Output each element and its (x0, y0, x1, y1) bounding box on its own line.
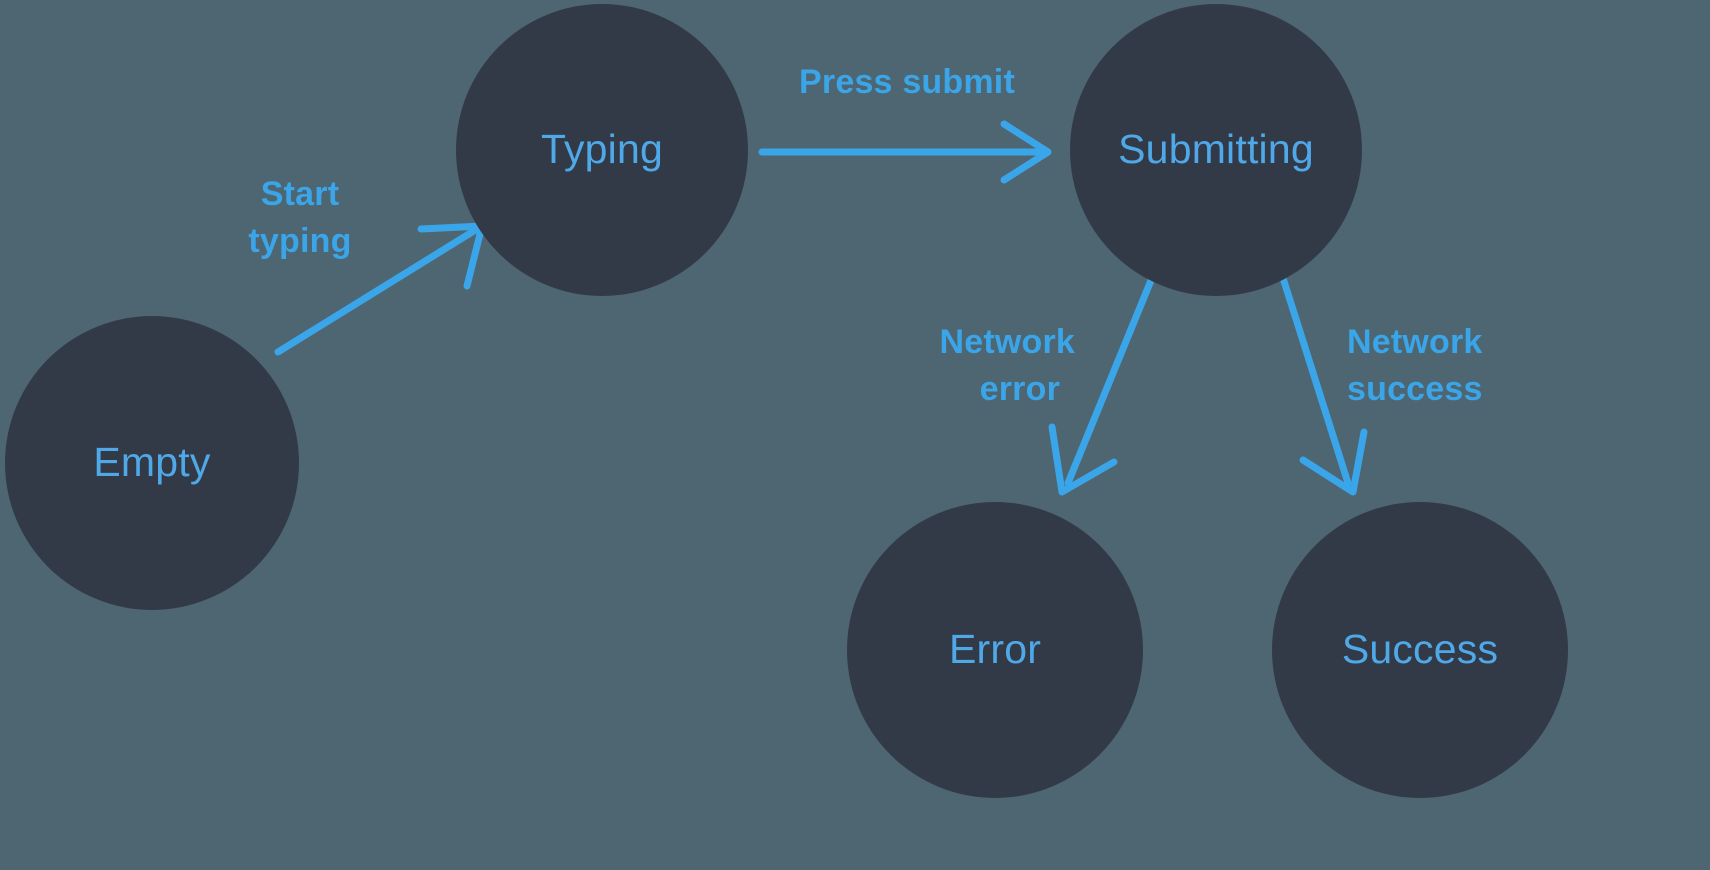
edge-typing-to-submitting-arrowhead (1000, 120, 1052, 184)
edge-label-submitting-to-success: Network success (1347, 323, 1483, 408)
node-success-label: Success (1342, 626, 1498, 672)
node-submitting[interactable]: Submitting (1070, 4, 1362, 296)
node-empty[interactable]: Empty (5, 316, 299, 610)
edge-submitting-to-success-line (1279, 274, 1352, 487)
node-typing-circle[interactable] (456, 4, 748, 296)
edge-label-start-typing-line1: Start (261, 175, 339, 213)
edge-label-submitting-to-error: Network error (939, 323, 1075, 408)
node-typing-label: Typing (541, 126, 663, 172)
edge-submitting-to-success-arrowhead (1299, 428, 1368, 496)
node-success-circle[interactable] (1272, 502, 1568, 798)
edge-submitting-to-success (1279, 274, 1368, 496)
edge-label-press-submit-line1: Press submit (799, 63, 1015, 101)
node-empty-circle[interactable] (5, 316, 299, 610)
node-empty-label: Empty (93, 439, 210, 485)
edge-submitting-to-error-line (1064, 274, 1156, 487)
node-error-circle[interactable] (847, 502, 1143, 798)
edge-submitting-to-error (1048, 274, 1156, 496)
edge-typing-to-submitting (758, 120, 1052, 184)
node-submitting-label: Submitting (1118, 126, 1314, 172)
edge-label-network-error-line2: error (980, 370, 1060, 408)
edge-label-network-error-line1: Network (939, 323, 1075, 361)
edge-label-empty-to-typing: Start typing (248, 175, 351, 260)
node-error-label: Error (949, 626, 1041, 672)
edge-label-network-success-line1: Network (1347, 323, 1483, 361)
node-success[interactable]: Success (1272, 502, 1568, 798)
node-error[interactable]: Error (847, 502, 1143, 798)
edge-label-start-typing-line2: typing (248, 222, 351, 260)
edge-label-typing-to-submitting: Press submit (799, 63, 1015, 101)
node-submitting-circle[interactable] (1070, 4, 1362, 296)
node-typing[interactable]: Typing (456, 4, 748, 296)
edge-empty-to-typing-line (274, 225, 481, 356)
edge-submitting-to-error-arrowhead (1048, 423, 1118, 496)
edge-label-network-success-line2: success (1347, 370, 1483, 408)
